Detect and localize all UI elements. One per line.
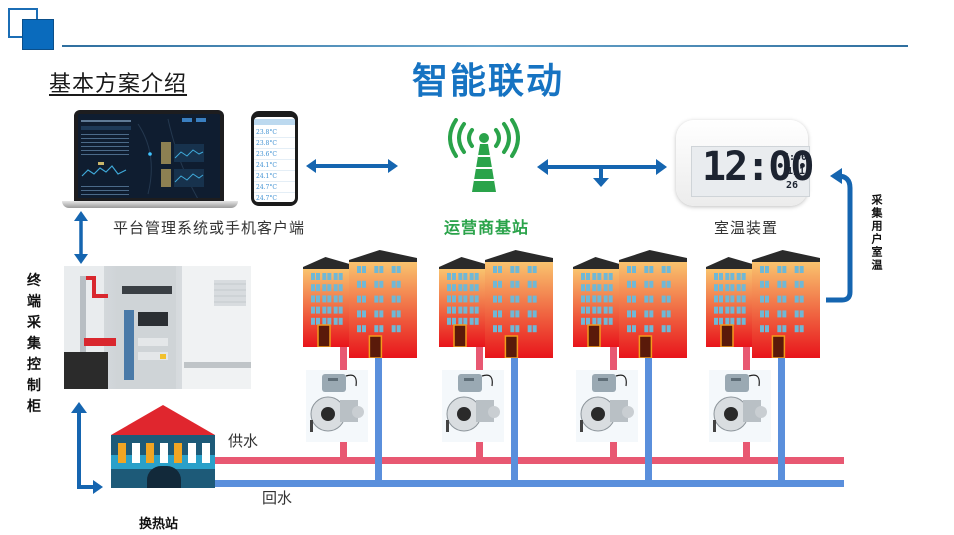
- return-water-label: 回水: [262, 489, 293, 507]
- clock-alarm-display: 6:00: [783, 152, 808, 163]
- phone-screen: 23.8°C 23.8°C 23.6°C 24.1°C 24.1°C 24.7°…: [254, 117, 295, 202]
- heat-station-windows: [118, 443, 210, 463]
- building-icon: [303, 257, 353, 351]
- heat-station-door: [147, 466, 181, 488]
- phone-reading-row: 24.1°C: [254, 160, 295, 171]
- phone-reading-row: 23.6°C: [254, 149, 295, 160]
- building-icon: [706, 257, 756, 351]
- section-title: 基本方案介绍: [49, 72, 188, 97]
- phone-reading-row: 23.8°C: [254, 138, 295, 149]
- clock-date-display: 1/1: [787, 166, 806, 177]
- laptop-dashboard-screen: [74, 110, 224, 202]
- heat-meter-valve-icon: [442, 370, 504, 442]
- clock-lcd-screen: [691, 146, 810, 197]
- phone-reading-row: 24.1°C: [254, 171, 295, 182]
- building-icon: [349, 250, 417, 362]
- room-temp-device-label: 室温装置: [714, 219, 779, 237]
- heat-meter-valve-icon: [576, 370, 638, 442]
- laptop-base: [62, 201, 238, 208]
- building-icon: [485, 250, 553, 362]
- phone-reading-row: 24.7°C: [254, 193, 295, 202]
- building-icon: [619, 250, 687, 362]
- building-icon: [439, 257, 489, 351]
- heat-station-roof: [111, 405, 215, 435]
- l-arrow-cabinet-station: [71, 402, 103, 494]
- return-water-main-pipe: [215, 480, 844, 487]
- logo-square-filled: [22, 19, 54, 50]
- return-branch-pipe: [645, 358, 652, 484]
- double-arrow-tower-clock: [537, 159, 667, 187]
- collect-room-temp-label: 采集用户室温: [870, 194, 883, 272]
- return-branch-pipe: [511, 358, 518, 484]
- platform-label: 平台管理系统或手机客户端: [113, 219, 306, 237]
- signal-tower-icon: [448, 118, 520, 192]
- curved-arrow-buildings-clock: [826, 168, 853, 303]
- supply-water-label: 供水: [228, 432, 259, 450]
- building-icon: [573, 257, 623, 351]
- dashboard-map-icon: [78, 114, 220, 198]
- terminal-cabinet-label: 终 端 采 集 控 制 柜: [27, 273, 41, 415]
- phone-reading-row: 23.8°C: [254, 127, 295, 138]
- header-divider: [62, 45, 908, 47]
- control-cabinet-image: [64, 266, 251, 389]
- building-icon: [752, 250, 820, 362]
- phone-header-bar: [254, 119, 295, 125]
- phone-reading-row: 24.7°C: [254, 182, 295, 193]
- return-branch-pipe: [778, 358, 785, 484]
- double-arrow-phone-tower: [306, 159, 398, 173]
- return-branch-pipe: [375, 358, 382, 484]
- double-arrow-laptop-cabinet: [74, 211, 88, 264]
- heat-meter-valve-icon: [306, 370, 368, 442]
- clock-time-display: 12:00: [702, 144, 814, 190]
- supply-water-main-pipe: [215, 457, 844, 464]
- heat-station-label: 换热站: [139, 517, 179, 532]
- base-station-label: 运营商基站: [444, 218, 530, 237]
- page-title: 智能联动: [412, 61, 565, 102]
- clock-temp-display: 26: [786, 180, 799, 191]
- heat-meter-valve-icon: [709, 370, 771, 442]
